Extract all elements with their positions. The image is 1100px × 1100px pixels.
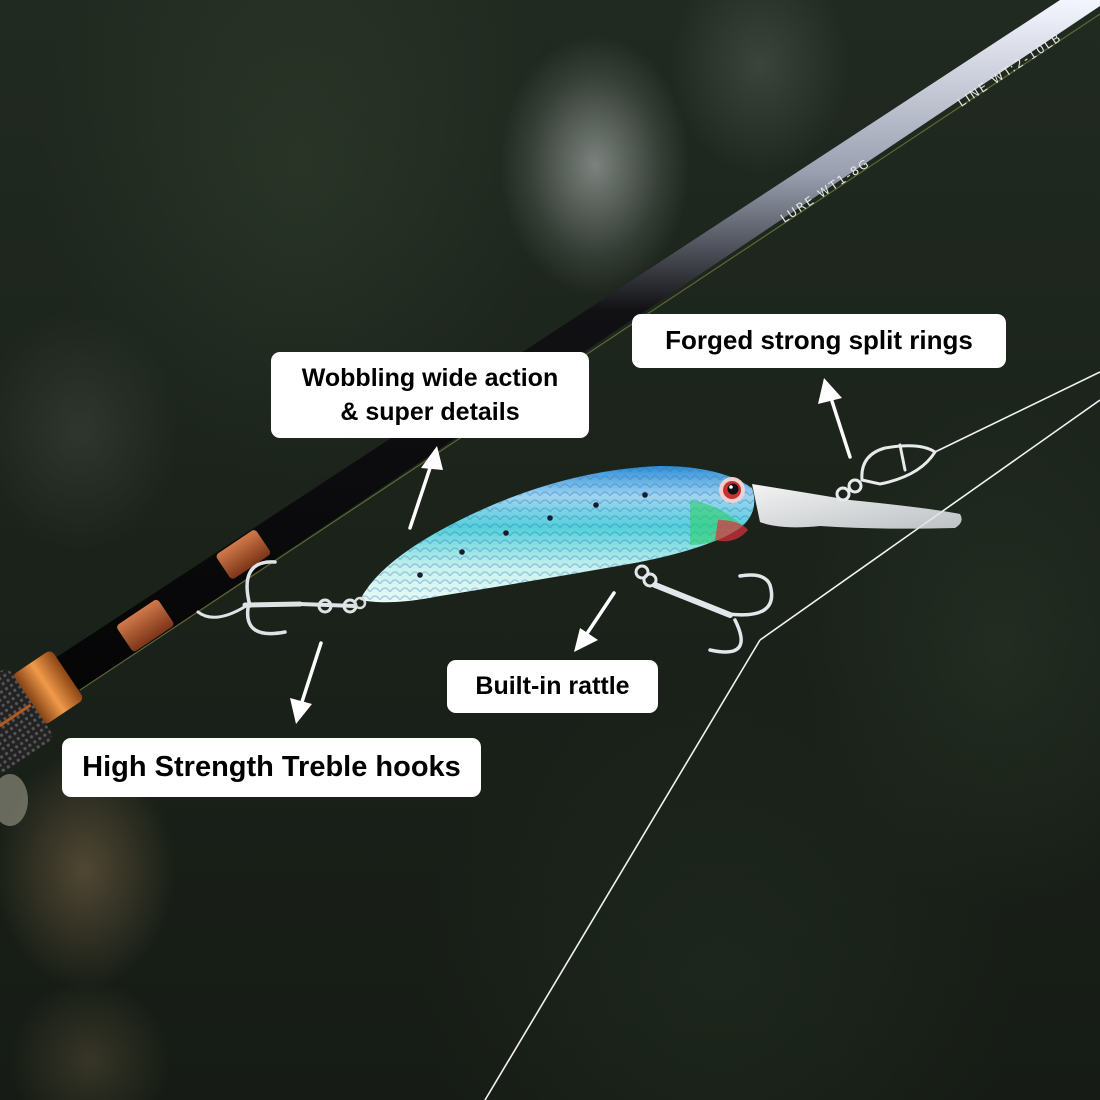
arrow-wobbling [408,446,443,530]
diving-lip [752,484,962,529]
callout-split-rings-text: Forged strong split rings [665,325,973,356]
callout-wobbling-line2: & super details [340,398,520,426]
callout-built-in-rattle: Built-in rattle [447,660,658,713]
callout-treble-text: High Strength Treble hooks [82,751,461,784]
callout-split-rings: Forged strong split rings [632,314,1006,368]
arrow-split-rings [818,378,852,459]
callout-treble-hooks: High Strength Treble hooks [62,738,481,797]
callout-arrows [290,378,852,724]
callout-wobbling-action: Wobbling wide action & super details [271,352,589,438]
callout-wobbling-line1: Wobbling wide action [301,363,559,392]
arrow-treble [290,641,323,724]
front-treble-hook [634,564,774,654]
fishing-rod [0,0,1100,826]
arrow-rattle [574,591,616,652]
crankbait-lure [353,466,962,610]
callout-rattle-text: Built-in rattle [475,672,630,701]
snap-split-ring [835,443,938,502]
reel-seat [0,651,83,781]
